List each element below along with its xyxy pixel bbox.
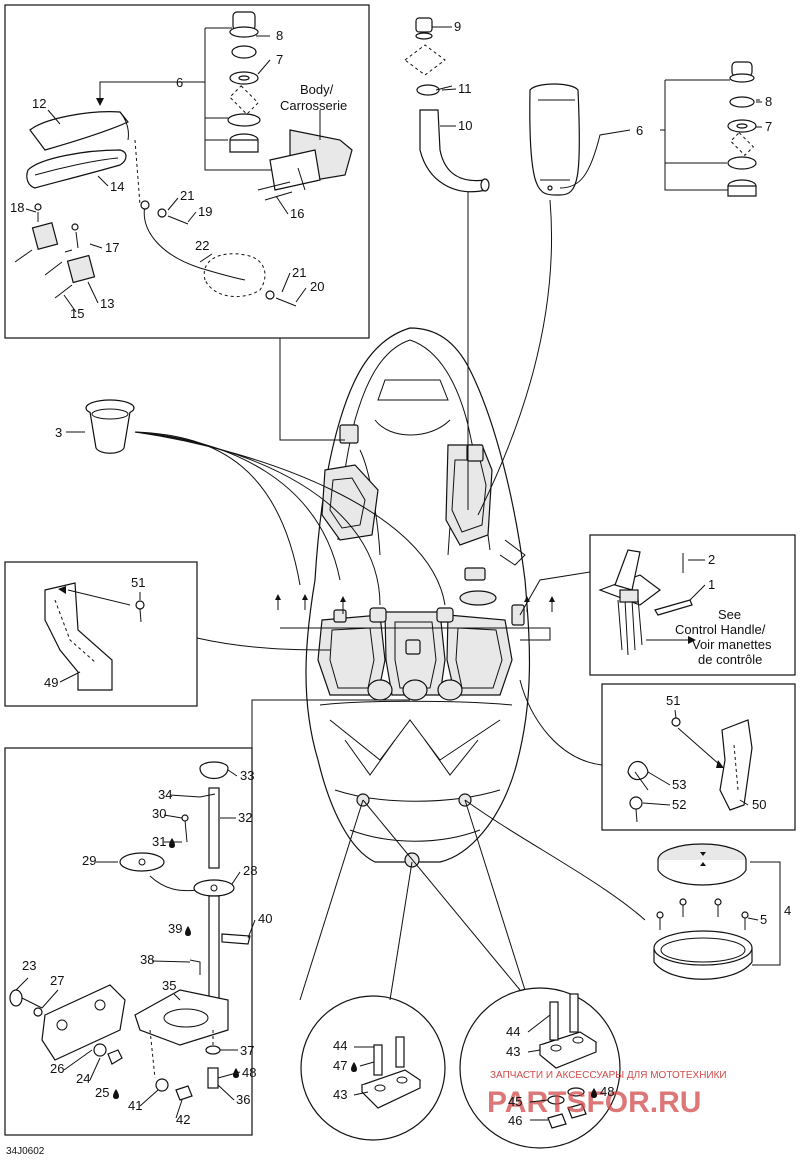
watercraft-hull	[305, 327, 531, 868]
callout-15: 15	[70, 306, 84, 321]
callout-17: 17	[105, 240, 119, 255]
callout-52: 52	[672, 797, 686, 812]
callout-25: 25	[95, 1085, 109, 1100]
body-mount-assembly	[190, 11, 353, 201]
callout-43a: 43	[333, 1087, 347, 1102]
callout-44b: 44	[506, 1024, 520, 1039]
control-handle-assembly	[598, 549, 696, 656]
callout-48b: 48	[600, 1084, 614, 1099]
callout-12: 12	[32, 96, 46, 111]
detail-circle-left	[300, 995, 446, 1141]
callout-14: 14	[110, 179, 124, 194]
callout-8: 8	[276, 28, 283, 43]
side-panel-49	[44, 582, 145, 691]
callout-8b: 8	[765, 94, 772, 109]
note-body-line1: Body/	[300, 82, 334, 97]
callout-47: 47	[333, 1058, 347, 1073]
watermark-top: ЗАПЧАСТИ И АКСЕССУАРЫ ДЛЯ МОТОТЕХНИКИ	[490, 1070, 727, 1081]
callout-50: 50	[752, 797, 766, 812]
callout-9: 9	[454, 19, 461, 34]
callout-7: 7	[276, 52, 283, 67]
callout-49: 49	[44, 675, 58, 690]
storage-cover-assembly	[529, 61, 760, 197]
callout-24: 24	[76, 1071, 90, 1086]
callout-2: 2	[708, 552, 715, 567]
callout-40: 40	[258, 911, 272, 926]
callout-38: 38	[140, 952, 154, 967]
hose-assembly	[404, 17, 490, 193]
mount-block-left	[360, 1036, 422, 1109]
leader-lines	[134, 190, 646, 1001]
callout-39: 39	[168, 921, 182, 936]
panel-top-left	[4, 4, 370, 339]
callout-1: 1	[708, 577, 715, 592]
callout-7b: 7	[765, 119, 772, 134]
seat-strap-assembly	[14, 111, 297, 307]
callout-22: 22	[195, 238, 209, 253]
callout-42: 42	[176, 1112, 190, 1127]
note-see-line3: Voir manettes	[692, 637, 772, 652]
cup-holder	[85, 399, 135, 454]
note-see-line1: See	[718, 607, 741, 622]
steering-column-assembly	[9, 761, 251, 1101]
panel-right-middle	[601, 683, 796, 831]
callout-leaders	[15, 26, 762, 1121]
callout-5: 5	[760, 912, 767, 927]
inspection-cover	[653, 843, 781, 980]
callout-21b: 21	[292, 265, 306, 280]
callout-53: 53	[672, 777, 686, 792]
callout-41: 41	[128, 1098, 142, 1113]
detail-circle-right	[459, 987, 621, 1149]
callout-18: 18	[10, 200, 24, 215]
side-panel-50	[627, 717, 753, 823]
callout-4: 4	[784, 903, 791, 918]
panel-left-middle	[4, 561, 198, 707]
callout-51b: 51	[666, 693, 680, 708]
callout-27: 27	[50, 973, 64, 988]
note-see-line2: Control Handle/	[675, 622, 766, 637]
callout-16: 16	[290, 206, 304, 221]
callout-31: 31	[152, 834, 166, 849]
oil-drop-icons	[113, 838, 597, 1099]
callout-36: 36	[236, 1092, 250, 1107]
callout-48a: 48	[242, 1065, 256, 1080]
callout-23: 23	[22, 958, 36, 973]
callout-44a: 44	[333, 1038, 347, 1053]
callout-46: 46	[508, 1113, 522, 1128]
callout-35: 35	[162, 978, 176, 993]
callout-43b: 43	[506, 1044, 520, 1059]
callout-32: 32	[238, 810, 252, 825]
callout-20: 20	[310, 279, 324, 294]
panel-control-handle	[589, 534, 796, 676]
callout-29: 29	[82, 853, 96, 868]
callout-28: 28	[243, 863, 257, 878]
callout-19: 19	[198, 204, 212, 219]
callout-6b: 6	[636, 123, 643, 138]
callout-34: 34	[158, 787, 172, 802]
callout-30: 30	[152, 806, 166, 821]
callout-13: 13	[100, 296, 114, 311]
diagram-code: 34J0602	[6, 1146, 45, 1157]
callout-26: 26	[50, 1061, 64, 1076]
note-see-line4: de contrôle	[698, 652, 762, 667]
callout-3: 3	[55, 425, 62, 440]
callout-37: 37	[240, 1043, 254, 1058]
panel-bottom-left	[4, 747, 253, 1136]
callout-33: 33	[240, 768, 254, 783]
note-body-line2: Carrosserie	[280, 98, 347, 113]
callout-21a: 21	[180, 188, 194, 203]
mount-block-right	[538, 993, 598, 1129]
callout-45: 45	[508, 1094, 522, 1109]
callout-labels: 8 7 6 12 14 18 21 19 17 22 16 13 15 21 2…	[10, 19, 791, 1128]
callout-11: 11	[458, 81, 472, 96]
callout-51a: 51	[131, 575, 145, 590]
callout-10: 10	[458, 118, 472, 133]
